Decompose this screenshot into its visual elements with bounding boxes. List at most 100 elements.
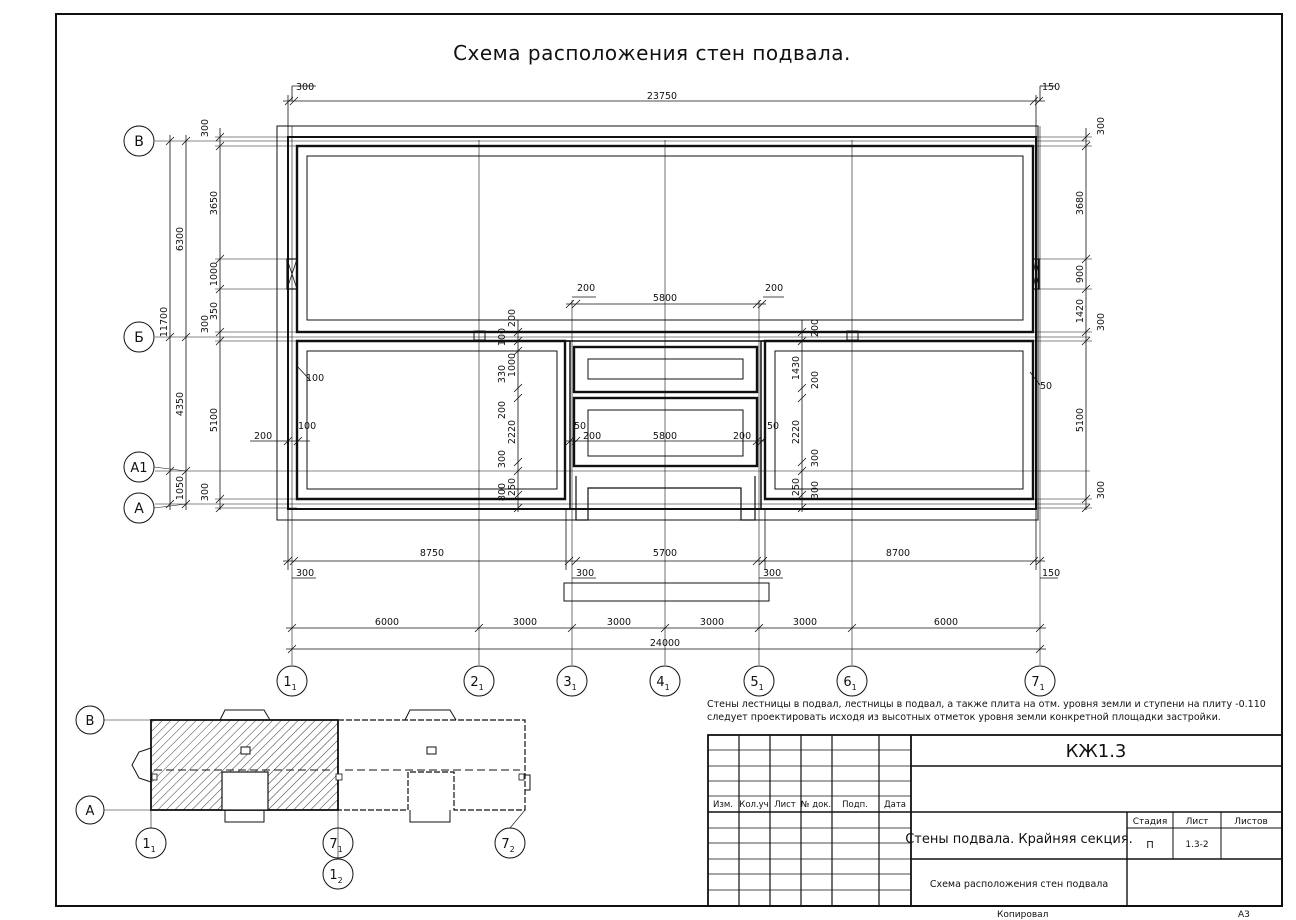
room-lower-left xyxy=(295,339,567,501)
svg-text:200: 200 xyxy=(810,319,821,337)
svg-text:23750: 23750 xyxy=(647,91,677,102)
svg-text:100: 100 xyxy=(306,373,324,384)
footer-format: А3 xyxy=(1238,910,1250,920)
svg-text:6000: 6000 xyxy=(934,617,958,628)
svg-text:3650: 3650 xyxy=(209,191,220,215)
svg-text:Лист: Лист xyxy=(1186,817,1209,827)
axis-label-col: 61 xyxy=(843,675,856,692)
svg-text:Дата: Дата xyxy=(884,800,906,810)
svg-text:1430: 1430 xyxy=(791,356,802,380)
ground-slab xyxy=(563,582,770,602)
svg-text:Листов: Листов xyxy=(1234,817,1268,827)
drawing-name: Схема расположения стен подвала xyxy=(930,879,1108,890)
svg-text:71: 71 xyxy=(329,837,342,854)
stair-pit xyxy=(575,476,756,521)
key-plan: В А 11 71 12 72 xyxy=(75,705,531,890)
svg-text:330: 330 xyxy=(497,365,508,383)
svg-text:300: 300 xyxy=(576,568,594,579)
svg-text:11700: 11700 xyxy=(159,307,170,337)
stair-room-upper-inner xyxy=(587,358,744,380)
column-axis-bubbles: 11 21 31 41 51 61 71 xyxy=(276,665,1056,697)
svg-text:200: 200 xyxy=(765,283,783,294)
doc-code: КЖ1.3 xyxy=(1066,741,1127,762)
svg-text:Стадия: Стадия xyxy=(1133,817,1168,827)
svg-text:№ док.: № док. xyxy=(801,800,831,810)
footer-copied: Копировал xyxy=(997,910,1048,920)
svg-text:2220: 2220 xyxy=(507,420,518,444)
svg-text:300: 300 xyxy=(1096,313,1107,331)
sheet-value: 1.3-2 xyxy=(1185,840,1208,850)
svg-text:300: 300 xyxy=(200,483,211,501)
svg-text:6300: 6300 xyxy=(175,227,186,251)
axis-label-row: А1 xyxy=(130,461,147,476)
svg-text:12: 12 xyxy=(329,868,342,885)
axis-bubble-row xyxy=(123,321,155,353)
svg-text:200: 200 xyxy=(810,371,821,389)
plan-outer-contour xyxy=(276,125,1039,521)
svg-text:5800: 5800 xyxy=(653,431,677,442)
svg-text:6000: 6000 xyxy=(375,617,399,628)
svg-text:200: 200 xyxy=(254,431,272,442)
svg-text:300: 300 xyxy=(810,481,821,499)
svg-text:300: 300 xyxy=(296,568,314,579)
svg-text:300: 300 xyxy=(763,568,781,579)
svg-text:Изм.: Изм. xyxy=(713,800,733,810)
title-block xyxy=(707,734,1283,907)
column-marker-1 xyxy=(473,330,486,341)
key-plan-axis-bottom: А xyxy=(86,804,95,819)
svg-text:11: 11 xyxy=(142,837,155,854)
svg-text:300: 300 xyxy=(810,449,821,467)
svg-text:800: 800 xyxy=(497,483,508,501)
axis-label-row: В xyxy=(134,134,144,150)
axis-label-col: 31 xyxy=(563,675,576,692)
svg-text:1000: 1000 xyxy=(507,353,518,377)
svg-text:2220: 2220 xyxy=(791,420,802,444)
room-lower-left-inner xyxy=(306,350,558,490)
svg-text:200: 200 xyxy=(577,283,595,294)
svg-text:3680: 3680 xyxy=(1075,191,1086,215)
dimension-lines xyxy=(165,85,1092,654)
svg-text:3000: 3000 xyxy=(607,617,631,628)
svg-text:8750: 8750 xyxy=(420,548,444,559)
svg-text:5100: 5100 xyxy=(209,408,220,432)
axis-bubble-row xyxy=(123,125,155,157)
svg-text:200: 200 xyxy=(507,309,518,327)
axis-label-col: 11 xyxy=(283,675,296,692)
column-marker-2 xyxy=(846,330,859,341)
axis-label-col: 51 xyxy=(750,675,763,692)
axis-label-row: А xyxy=(134,501,144,517)
key-plan-axis-top: В xyxy=(86,714,95,729)
svg-text:1050: 1050 xyxy=(175,476,186,500)
svg-text:Кол.уч: Кол.уч xyxy=(739,800,768,810)
svg-text:250: 250 xyxy=(507,478,518,496)
stair-room-lower-inner xyxy=(587,409,744,457)
svg-text:24000: 24000 xyxy=(650,638,680,649)
svg-text:Подп.: Подп. xyxy=(842,800,868,810)
svg-text:50: 50 xyxy=(1040,381,1052,392)
plan-wall-outer xyxy=(287,136,1037,510)
row-axis-bubbles: В Б А1 А xyxy=(123,125,187,524)
svg-text:1000: 1000 xyxy=(209,262,220,286)
note-line-2: следует проектировать исходя из высотных… xyxy=(707,712,1221,723)
room-lower-right-inner xyxy=(774,350,1024,490)
basement-plan xyxy=(155,125,1090,665)
svg-text:150: 150 xyxy=(1042,568,1060,579)
drawing-title: Схема расположения стен подвала. xyxy=(453,41,851,65)
svg-text:200: 200 xyxy=(497,401,508,419)
axis-label-col: 21 xyxy=(470,675,483,692)
svg-text:72: 72 xyxy=(501,837,514,854)
svg-text:150: 150 xyxy=(1042,82,1060,93)
svg-text:900: 900 xyxy=(1075,265,1086,283)
svg-text:3000: 3000 xyxy=(793,617,817,628)
svg-text:200: 200 xyxy=(583,431,601,442)
room-lower-right xyxy=(763,339,1035,501)
svg-text:3000: 3000 xyxy=(700,617,724,628)
object-name: Стены подвала. Крайняя секция. xyxy=(905,832,1133,847)
opening-right-cross xyxy=(1032,258,1040,290)
svg-text:300: 300 xyxy=(1096,481,1107,499)
svg-text:100: 100 xyxy=(497,328,508,346)
svg-text:100: 100 xyxy=(298,421,316,432)
svg-text:Лист: Лист xyxy=(774,800,796,810)
svg-text:3000: 3000 xyxy=(513,617,537,628)
